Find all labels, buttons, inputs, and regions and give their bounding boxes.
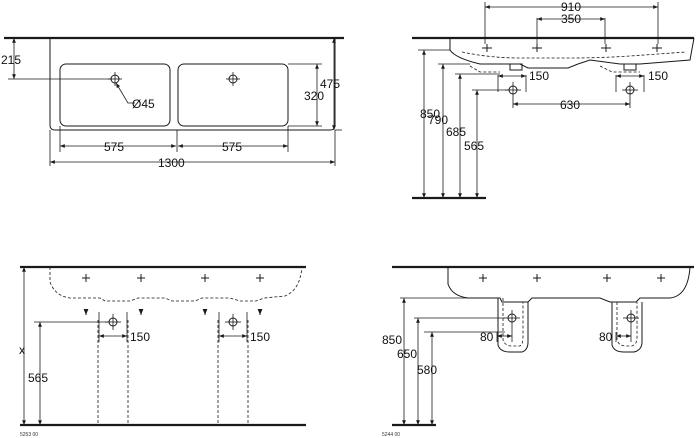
dim-565-label: 565	[464, 139, 484, 153]
waste-fitting-right	[218, 312, 248, 342]
basin-profile	[449, 37, 695, 69]
waste-fitting-left	[98, 312, 128, 342]
basin-outline	[447, 266, 691, 303]
dim-575-right-label: 575	[222, 140, 242, 154]
dim-685-label: 685	[446, 125, 466, 139]
dim-150-left-label: 150	[130, 330, 150, 344]
dim-hole-diameter-label: Ø45	[132, 97, 155, 111]
tap-markers	[479, 274, 665, 282]
leg-right	[217, 320, 249, 425]
arrow-markers	[83, 309, 263, 315]
basin-outline	[49, 38, 336, 131]
dim-x-label: x	[19, 343, 25, 357]
waste-fitting-left	[504, 310, 520, 326]
elevation-view: 910 350 150 150 630	[412, 0, 695, 200]
waste-fitting-left	[497, 74, 527, 98]
waste-fitting-right	[623, 310, 639, 326]
tap-hole-right	[226, 72, 240, 86]
dim-215-label: 215	[1, 53, 21, 67]
tap-marker-1	[482, 44, 492, 52]
tap-marker-3	[601, 44, 611, 52]
dim-630-label: 630	[560, 98, 580, 112]
dim-80-right-label: 80	[599, 330, 613, 344]
dim-850-label: 850	[420, 107, 440, 121]
front-view-legs: 150 150 x 565 5253 00	[19, 265, 306, 438]
front-view-pedestals: 80 80 850 650 580 5244 00	[382, 265, 694, 438]
tap-markers	[82, 274, 264, 282]
dim-850-label: 850	[382, 333, 402, 347]
dim-575-left-label: 575	[104, 140, 124, 154]
tap-marker-4	[652, 44, 662, 52]
pedestal-left	[497, 298, 529, 353]
dim-350-label: 350	[561, 12, 581, 26]
dim-1300-label: 1300	[158, 156, 185, 170]
dim-580-label: 580	[417, 363, 437, 377]
dim-320-label: 320	[304, 89, 324, 103]
dim-475-label: 475	[320, 77, 340, 91]
dim-80-left-label: 80	[480, 330, 494, 344]
plan-view: 215 Ø45 475 320 575 575 1300	[1, 36, 344, 170]
leg-left	[97, 320, 129, 425]
waste-fitting-right	[615, 74, 645, 98]
product-code: 5253 00	[20, 432, 38, 438]
basin-outline	[49, 266, 303, 302]
dim-650-label: 650	[397, 347, 417, 361]
bowl-right	[177, 63, 289, 127]
tap-marker-2	[532, 44, 542, 52]
dim-910-label: 910	[561, 0, 581, 14]
bowl-left	[59, 63, 171, 127]
dim-790-label: 790	[428, 113, 448, 127]
pedestal-right	[611, 302, 643, 353]
dim-565-label: 565	[28, 371, 48, 385]
product-code: 5244 00	[382, 432, 400, 438]
dim-150-left-label: 150	[529, 69, 549, 83]
dim-150-right-label: 150	[648, 69, 668, 83]
dim-150-right-label: 150	[250, 330, 270, 344]
